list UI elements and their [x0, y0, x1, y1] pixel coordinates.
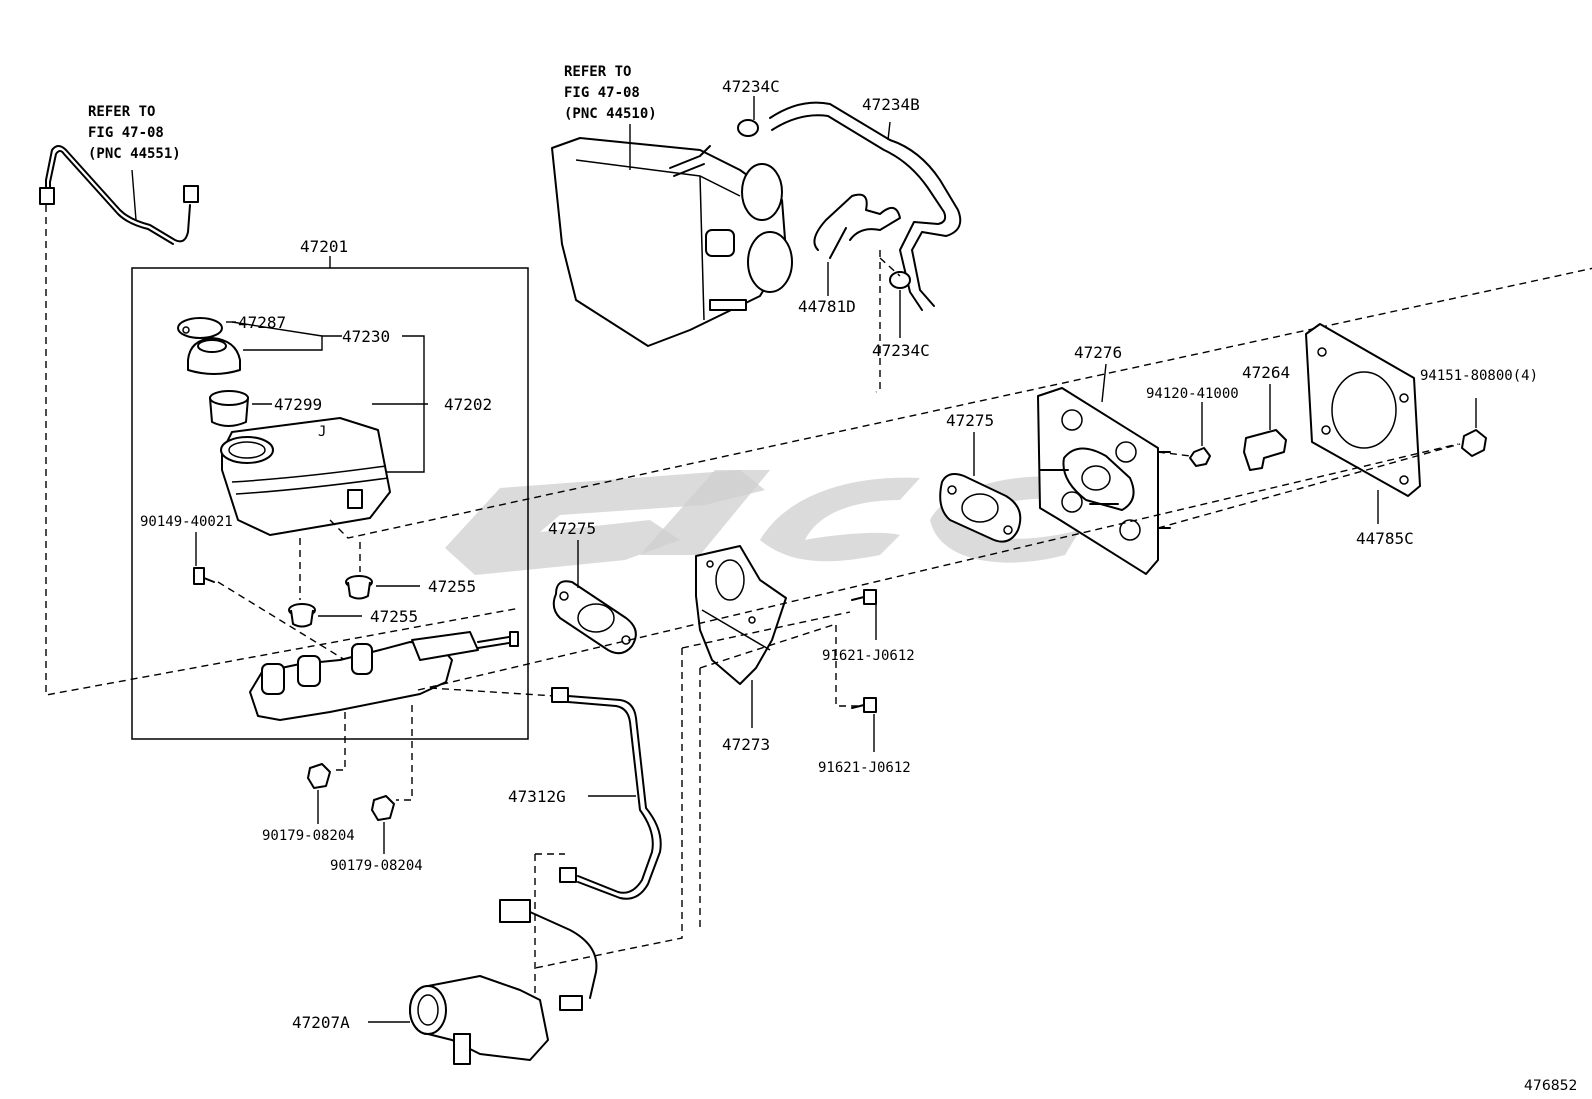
clip-44781d[interactable]: [813, 193, 901, 259]
part-94151-label[interactable]: 94151-80800(4): [1420, 368, 1538, 384]
part-47230-label[interactable]: 47230: [342, 327, 390, 346]
strainer-47299[interactable]: [209, 390, 249, 427]
abs-actuator[interactable]: [551, 137, 793, 347]
part-90179-label-right[interactable]: 90179-08204: [330, 858, 423, 874]
svg-text:REFER TO: REFER TO: [564, 64, 631, 80]
clamp-47234c-top[interactable]: [737, 119, 759, 137]
part-47299-label[interactable]: 47299: [274, 395, 322, 414]
hose-47234b[interactable]: [769, 101, 962, 311]
part-47234c-label-bottom[interactable]: 47234C: [872, 341, 930, 360]
nut-90179-08204-right[interactable]: [371, 795, 395, 821]
part-47287-label[interactable]: 47287: [238, 313, 286, 332]
reservoir-cap-47287[interactable]: [177, 317, 223, 339]
part-47273-label[interactable]: 47273: [722, 735, 770, 754]
clamp-47234c-bottom[interactable]: [889, 271, 911, 289]
adapter-plate-47276[interactable]: [1037, 387, 1171, 575]
part-47234b-label[interactable]: 47234B: [862, 95, 920, 114]
part-90179-label-left[interactable]: 90179-08204: [262, 828, 355, 844]
part-94120-label[interactable]: 94120-41000: [1146, 386, 1239, 402]
gasket-47275-right[interactable]: [939, 473, 1022, 543]
booster-gasket-44785c[interactable]: [1305, 323, 1421, 497]
svg-text:(PNC 44510): (PNC 44510): [564, 106, 657, 122]
bolt-91621-j0612-lower[interactable]: [851, 697, 877, 713]
grommet-47255-lower[interactable]: [288, 603, 316, 628]
part-44785c-label[interactable]: 44785C: [1356, 529, 1414, 548]
master-cylinder-body[interactable]: [249, 631, 519, 721]
ref-actuator-text: REFER TO FIG 47-08 (PNC 44510): [564, 64, 657, 122]
part-47255-label-lower[interactable]: 47255: [370, 607, 418, 626]
svg-text:J: J: [318, 424, 326, 440]
part-47255-label-upper[interactable]: 47255: [428, 577, 476, 596]
part-47264-label[interactable]: 47264: [1242, 363, 1290, 382]
part-47234c-label-top[interactable]: 47234C: [722, 77, 780, 96]
svg-text:(PNC 44551): (PNC 44551): [88, 146, 181, 162]
svg-text:FIG 47-08: FIG 47-08: [88, 125, 164, 141]
nut-94151-80800[interactable]: [1461, 429, 1487, 457]
gasket-47275-left[interactable]: [552, 580, 637, 655]
bracket-47264[interactable]: [1243, 429, 1287, 471]
part-44781d-label[interactable]: 44781D: [798, 297, 856, 316]
screw-90149-40021[interactable]: [193, 567, 215, 585]
brake-line-tube[interactable]: [39, 145, 199, 245]
brake-tube-47312g[interactable]: [551, 687, 662, 900]
part-47312g-label[interactable]: 47312G: [508, 787, 566, 806]
nut-90179-08204-left[interactable]: [307, 763, 331, 789]
reservoir-tank-47202[interactable]: J: [220, 417, 391, 536]
svg-text:FIG 47-08: FIG 47-08: [564, 85, 640, 101]
svg-text:REFER TO: REFER TO: [88, 104, 155, 120]
cylinder-47207a[interactable]: [409, 899, 598, 1065]
part-47276-label[interactable]: 47276: [1074, 343, 1122, 362]
part-91621-label-lower[interactable]: 91621-J0612: [818, 760, 911, 776]
part-47207a-label[interactable]: 47207A: [292, 1013, 350, 1032]
part-47275-label-right[interactable]: 47275: [946, 411, 994, 430]
part-47201-label[interactable]: 47201: [300, 237, 348, 256]
part-47202-label[interactable]: 47202: [444, 395, 492, 414]
part-90149-label[interactable]: 90149-40021: [140, 514, 233, 530]
bolt-91621-j0612-upper[interactable]: [851, 589, 877, 605]
grommet-47255-upper[interactable]: [345, 575, 373, 600]
reservoir-cap-47230[interactable]: [187, 337, 241, 375]
ref-brake-line-text: REFER TO FIG 47-08 (PNC 44551): [88, 104, 181, 162]
diagram-code: 476852: [1524, 1078, 1577, 1094]
part-47275-label-left[interactable]: 47275: [548, 519, 596, 538]
nut-94120-41000[interactable]: [1189, 447, 1211, 467]
spacer-plate-47273[interactable]: [695, 545, 787, 685]
part-91621-label-upper[interactable]: 91621-J0612: [822, 648, 915, 664]
